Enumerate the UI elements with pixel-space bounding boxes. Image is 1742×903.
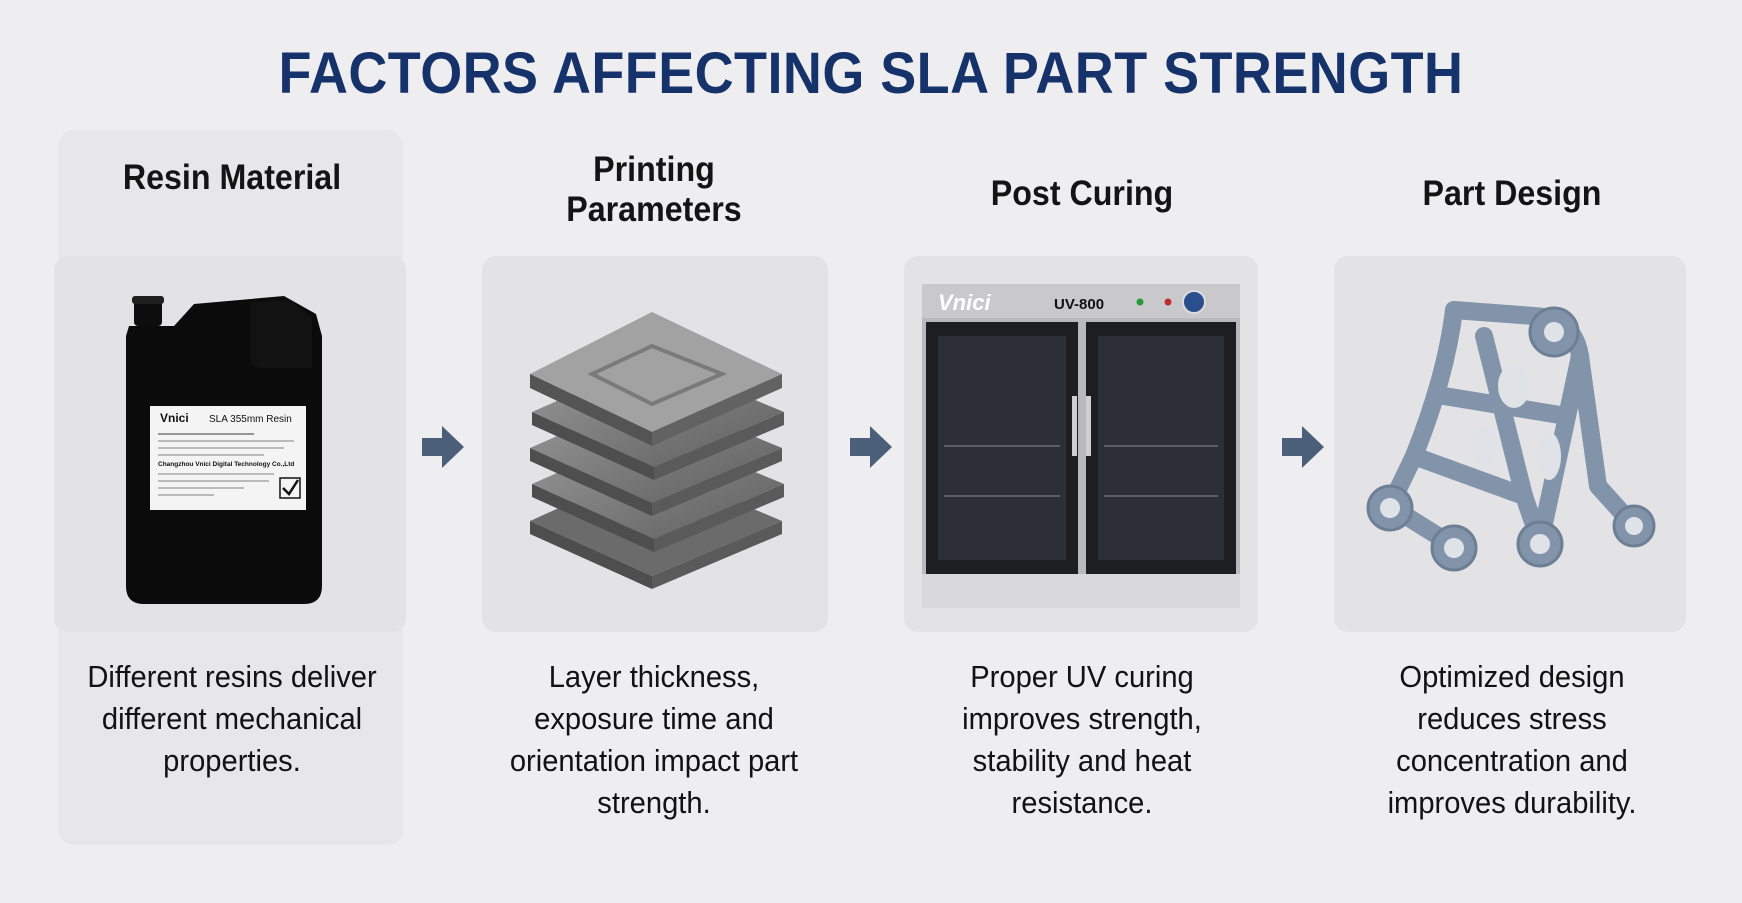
resin-bottle-icon: Vnici SLA 355mm Resin Changzhou Vnici Di… bbox=[126, 296, 322, 604]
factor-heading: Printing Parameters bbox=[488, 150, 819, 230]
factor-description: Proper UV curing improves strength, stab… bbox=[962, 659, 1202, 820]
factor-heading: Part Design bbox=[1422, 174, 1602, 213]
factor-description: Optimized design reduces stress concentr… bbox=[1387, 659, 1637, 820]
factor-printing-parameters: Printing Parameters bbox=[474, 130, 834, 850]
label-product: SLA 355mm Resin bbox=[209, 414, 292, 425]
lattice-bracket-image bbox=[1334, 256, 1686, 632]
factor-heading: Resin Material bbox=[122, 158, 342, 197]
label-company: Changzhou Vnici Digital Technology Co.,L… bbox=[158, 461, 294, 468]
layer-stack-image bbox=[482, 256, 828, 632]
label-brand: Vnici bbox=[160, 411, 189, 425]
factor-heading-text: Printing Parameters bbox=[566, 150, 742, 229]
oven-model: UV-800 bbox=[1054, 296, 1104, 313]
factor-description: Different resins deliver different mecha… bbox=[87, 659, 377, 778]
factor-resin-material: Resin Material Vnici SLA 355mm Resin Cha… bbox=[52, 130, 412, 850]
factor-description: Layer thickness, exposure time and orien… bbox=[509, 659, 799, 820]
arrow-right-icon bbox=[1282, 426, 1324, 468]
resin-bottle-image: Vnici SLA 355mm Resin Changzhou Vnici Di… bbox=[54, 256, 406, 632]
factor-post-curing: Post Curing Vnici UV-800 Proper UV curin… bbox=[902, 130, 1262, 850]
page-title: FACTORS AFFECTING SLA PART STRENGTH bbox=[278, 41, 1464, 106]
arrow-right-icon bbox=[850, 426, 892, 468]
arrow-right-icon bbox=[422, 426, 464, 468]
layer-stack-icon bbox=[530, 312, 784, 589]
lattice-bracket-icon bbox=[1366, 301, 1656, 572]
uv-curing-oven-icon: Vnici UV-800 bbox=[922, 284, 1240, 608]
oven-brand: Vnici bbox=[938, 290, 991, 315]
factor-part-design: Part Design bbox=[1332, 130, 1692, 850]
uv-oven-image: Vnici UV-800 bbox=[904, 256, 1258, 632]
factor-heading: Post Curing bbox=[990, 174, 1174, 213]
